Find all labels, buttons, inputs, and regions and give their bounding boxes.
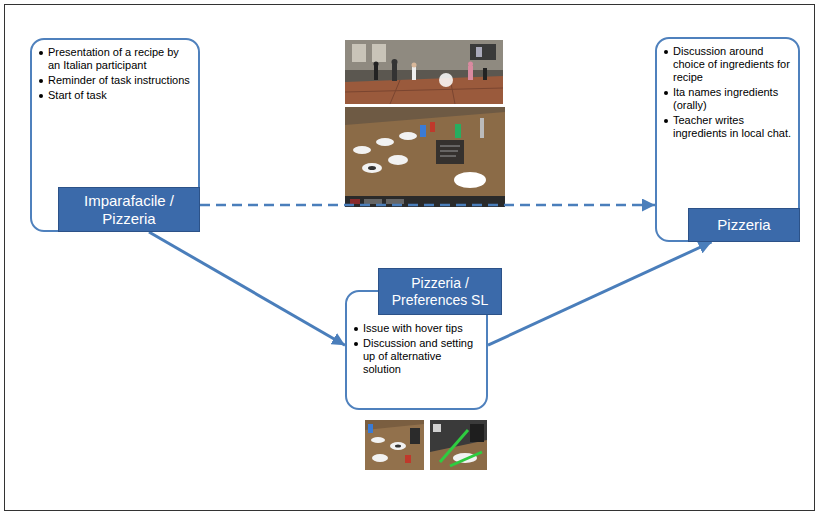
bullet-dot <box>39 79 43 83</box>
screenshot-arrows <box>430 420 487 470</box>
bullet-dot <box>664 50 668 54</box>
bullet-item: Reminder of task instructions <box>37 74 192 87</box>
bullet-dot <box>664 91 668 95</box>
bullet-item: Presentation of a recipe by an Italian p… <box>37 46 192 72</box>
bullet-text: Teacher writes ingredients in local chat… <box>673 114 792 140</box>
flow-arrow <box>488 242 712 345</box>
bullet-dot <box>39 94 43 98</box>
bullet-dot <box>354 342 358 346</box>
dashed-arrow <box>200 204 655 207</box>
flow-arrow <box>149 232 345 345</box>
bullet-dot <box>354 327 358 331</box>
bullet-text: Discussion around choice of ingredients … <box>673 45 792 84</box>
bullet-text: Ita names ingredients (orally) <box>673 86 792 112</box>
activity-group: Discussion around choice of ingredients … <box>655 37 800 242</box>
bullet-list: Issue with hover tipsDiscussion and sett… <box>352 322 480 376</box>
bullet-text: Presentation of a recipe by an Italian p… <box>48 46 192 72</box>
stage-label: Pizzeria / Preferences SL <box>378 268 502 315</box>
frame <box>5 5 815 511</box>
activity-group: Presentation of a recipe by an Italian p… <box>30 38 200 232</box>
bullet-list: Presentation of a recipe by an Italian p… <box>37 46 192 102</box>
bullet-item: Teacher writes ingredients in local chat… <box>662 114 792 140</box>
stage-label: Imparafacile / Pizzeria <box>58 187 200 232</box>
stage-label: Pizzeria <box>688 208 800 242</box>
bullet-text: Discussion and setting up of alternative… <box>363 337 480 376</box>
screenshot-table <box>345 107 505 207</box>
activity-group: Issue with hover tipsDiscussion and sett… <box>345 290 488 410</box>
bullet-dot <box>39 51 43 55</box>
bullet-item: Issue with hover tips <box>352 322 480 335</box>
bullet-item: Discussion around choice of ingredients … <box>662 45 792 84</box>
bullet-item: Start of task <box>37 89 192 102</box>
bullet-text: Reminder of task instructions <box>48 74 192 87</box>
bullet-dot <box>664 119 668 123</box>
bullet-list: Discussion around choice of ingredients … <box>662 45 792 140</box>
bullet-item: Discussion and setting up of alternative… <box>352 337 480 376</box>
bullet-item: Ita names ingredients (orally) <box>662 86 792 112</box>
screenshot-hover <box>365 420 424 470</box>
screenshot-scene <box>345 40 503 104</box>
bullet-text: Start of task <box>48 89 192 102</box>
bullet-text: Issue with hover tips <box>363 322 480 335</box>
